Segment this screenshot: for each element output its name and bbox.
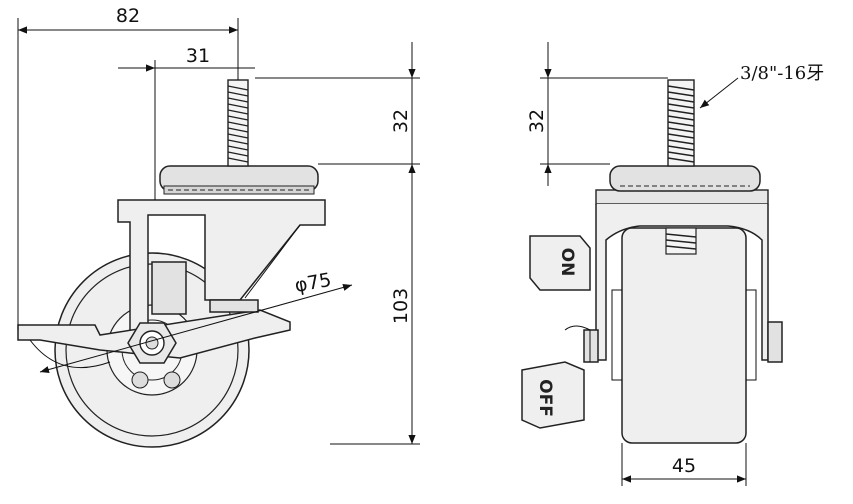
dim-stem-height-side: 32 bbox=[255, 42, 420, 165]
side-threaded-stem bbox=[227, 79, 249, 167]
dim-wheel-diameter: φ75 bbox=[39, 269, 353, 374]
front-top-plate bbox=[609, 165, 761, 192]
dim-wheel-width-label: 45 bbox=[672, 455, 696, 477]
dim-wheel-width: 45 bbox=[621, 443, 747, 486]
dim-stem-height-front: 32 bbox=[526, 42, 668, 186]
dim-overall-width-label: 82 bbox=[116, 5, 140, 27]
dim-offset-label: 31 bbox=[186, 45, 210, 67]
front-brake-off-tab: OFF bbox=[521, 325, 591, 429]
brake-off-label: OFF bbox=[535, 379, 555, 417]
brake-on-label: ON bbox=[557, 248, 577, 277]
front-fork bbox=[583, 189, 783, 363]
dim-offset: 31 bbox=[118, 45, 255, 200]
dim-total-height: 103 bbox=[330, 164, 420, 445]
thread-note-label: 3/8"-16牙 bbox=[740, 63, 824, 84]
dim-wheel-diameter-label: φ75 bbox=[293, 269, 333, 297]
front-brake-on-tab: ON bbox=[529, 235, 591, 291]
side-top-plate bbox=[159, 165, 319, 195]
front-wheel bbox=[611, 227, 757, 444]
front-threaded-stem bbox=[665, 79, 697, 255]
front-view: ON OFF 32 3/8"-16牙 45 bbox=[521, 42, 824, 486]
dim-stem-height-side-label: 32 bbox=[390, 109, 412, 133]
side-view: 82 31 32 103 φ75 bbox=[17, 5, 420, 448]
dim-total-height-label: 103 bbox=[390, 288, 412, 324]
dim-stem-height-front-label: 32 bbox=[526, 109, 548, 133]
thread-callout: 3/8"-16牙 bbox=[699, 63, 824, 109]
dim-overall-width: 82 bbox=[17, 5, 239, 330]
